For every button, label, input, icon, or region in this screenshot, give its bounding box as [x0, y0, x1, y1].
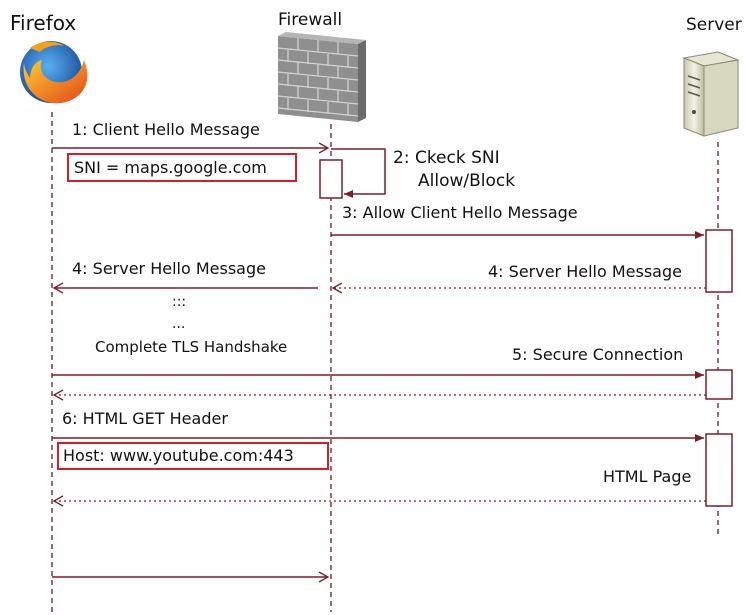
html-get-label: 6: HTML GET Header	[62, 409, 228, 428]
allow-block-label: Allow/Block	[418, 171, 515, 191]
server-title: Server	[686, 15, 742, 35]
server-activation-secure	[705, 369, 733, 400]
handshake-label: Complete TLS Handshake	[95, 338, 287, 356]
server-hello-left-label: 4: Server Hello Message	[72, 259, 266, 278]
sni-label: SNI = maps.google.com	[74, 158, 267, 177]
html-page-label: HTML Page	[603, 467, 691, 486]
server-tower-icon	[682, 51, 740, 137]
firewall-title: Firewall	[278, 10, 342, 30]
firewall-activation	[319, 159, 343, 199]
client-hello-label: 1: Client Hello Message	[72, 120, 260, 139]
server-hello-right-label: 4: Server Hello Message	[488, 262, 682, 281]
allow-client-hello-label: 3: Allow Client Hello Message	[342, 203, 578, 222]
brick-wall-icon	[277, 32, 366, 122]
host-highlight-box	[57, 442, 329, 470]
handshake-dots-2: ...	[172, 316, 185, 332]
handshake-dots-1: :::	[172, 294, 186, 310]
check-sni-self-arrow	[331, 148, 386, 198]
server-activation-html	[705, 433, 733, 507]
server-activation-hello	[705, 229, 733, 293]
check-sni-label: 2: Ckeck SNI	[393, 148, 500, 168]
firefox-logo-icon	[20, 41, 88, 104]
sni-highlight-box	[67, 153, 297, 182]
firefox-title: Firefox	[10, 11, 76, 35]
host-label: Host: www.youtube.com:443	[63, 446, 294, 465]
secure-connection-label: 5: Secure Connection	[512, 345, 683, 364]
